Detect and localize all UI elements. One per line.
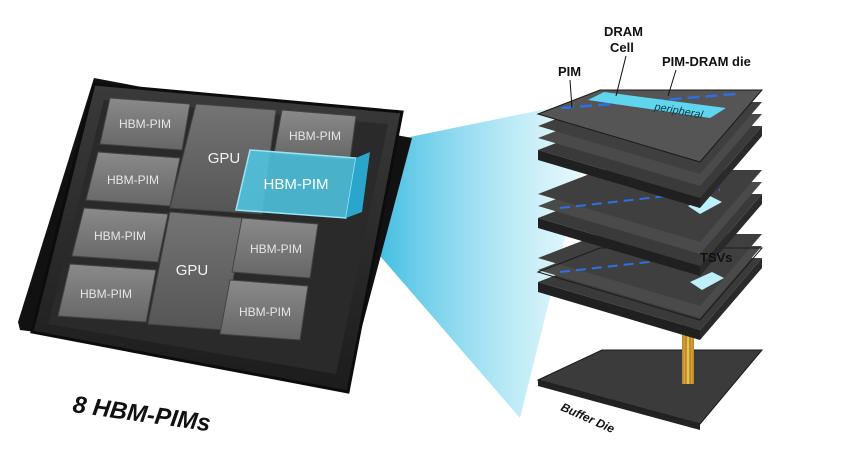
gpu-label: GPU [176,262,209,279]
module-highlighted: HBM-PIM [235,149,370,219]
chip-package: HBM-PIM HBM-PIM HBM-PIM HBM-PIM GPU GPU … [18,78,412,394]
callout-dram-cell: DRAM Cell [604,24,643,97]
memory-stack: peripheral [536,89,764,430]
dram-label: DRAM [604,24,643,39]
module-2: HBM-PIM [85,151,181,207]
buffer-die-label: Buffer Die [559,400,617,436]
pim-label: PIM [558,64,581,79]
callout-pim-dram-die: PIM-DRAM die [662,54,751,97]
module-label: HBM-PIM [107,173,159,187]
module-label: HBM-PIM [250,242,302,256]
module-label: HBM-PIM [119,117,171,131]
callout-pim: PIM [558,64,581,109]
cell-label: Cell [610,40,634,55]
module-4: HBM-PIM [57,263,157,323]
pim-strip [561,92,737,110]
tsvs-label: TSVs [700,250,733,265]
projection-beam [356,98,600,418]
diagram-caption: 8 HBM-PIMs [71,391,212,437]
module-1: HBM-PIM [99,97,191,151]
module-label: HBM-PIM [80,287,132,301]
module-6: HBM-PIM [231,217,319,279]
module-label: HBM-PIM [239,305,291,319]
module-3: HBM-PIM [71,207,169,263]
module-label: HBM-PIM [94,229,146,243]
pim-dram-die-label: PIM-DRAM die [662,54,751,69]
die-group-1: peripheral [536,89,764,208]
gpu-label: GPU [208,150,241,167]
peripheral-region [588,92,726,118]
buffer-die [536,349,764,430]
module-7: HBM-PIM [219,279,309,341]
module-label: HBM-PIM [289,129,341,143]
callout-tsvs: TSVs [700,250,733,265]
highlighted-module-label: HBM-PIM [264,176,329,193]
